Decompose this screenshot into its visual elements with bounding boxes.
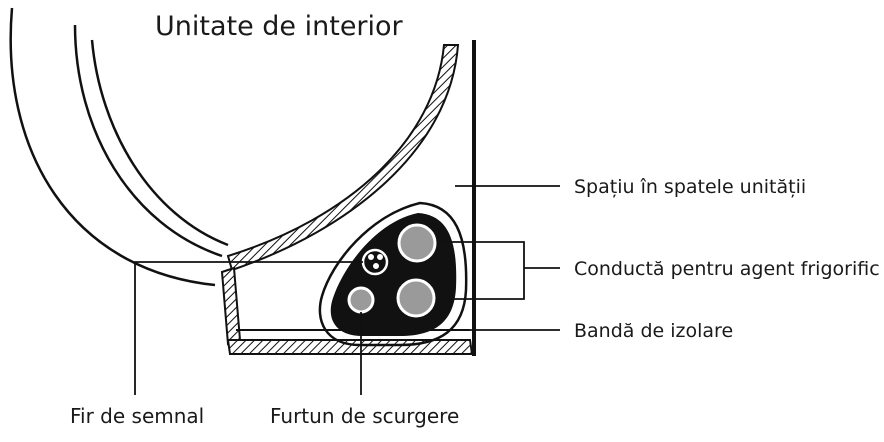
label-signal-wire: Fir de semnal xyxy=(70,404,204,428)
indoor-unit-inner-casing xyxy=(73,24,223,258)
label-refrigerant-pipe: Conductă pentru agent frigorific xyxy=(574,258,880,280)
signal-wire-circle xyxy=(361,248,389,276)
signal-wire-core xyxy=(373,263,379,269)
signal-wire-core xyxy=(377,254,383,260)
left-wall-hatched xyxy=(220,266,242,346)
bottom-base-hatched xyxy=(226,339,474,355)
refrigerant-pipe-bottom xyxy=(396,278,436,318)
label-drain-hose: Furtun de scurgere xyxy=(270,404,459,428)
diagram-title: Unitate de interior xyxy=(155,11,404,42)
indoor-unit-inner-casing-2 xyxy=(90,39,229,247)
drain-hose-circle xyxy=(347,286,375,314)
leader-refrigerant-bracket xyxy=(437,241,560,300)
label-insulation-tape: Bandă de izolare xyxy=(574,320,733,342)
pipe-bundle xyxy=(330,213,457,336)
insulation-tape-outline xyxy=(318,201,468,347)
indoor-unit-outer-casing xyxy=(9,7,216,287)
leader-signal-wire xyxy=(134,261,363,395)
signal-wire-core xyxy=(368,254,374,260)
label-space-behind: Spațiu în spatele unității xyxy=(574,176,806,198)
refrigerant-pipe-top xyxy=(397,223,437,263)
